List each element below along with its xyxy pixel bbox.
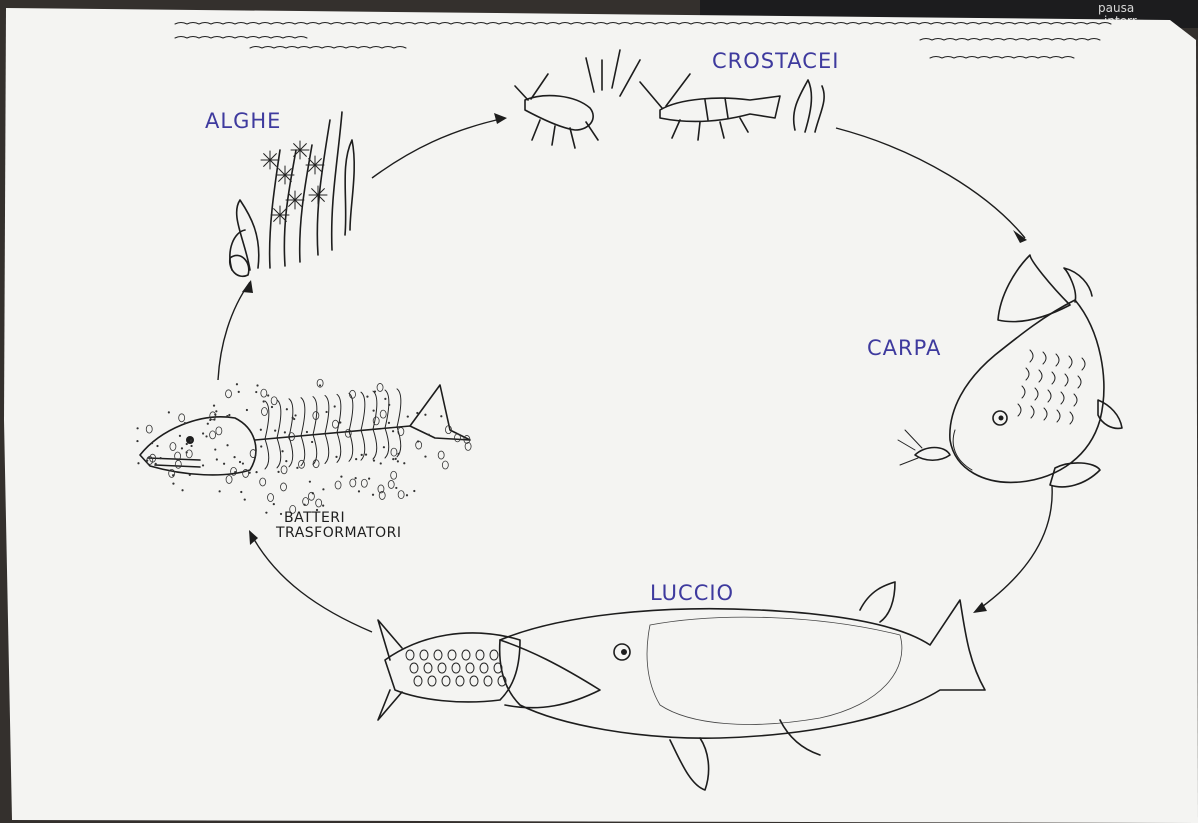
node-label-carpa: CARPA [867, 336, 941, 360]
node-label-alghe: ALGHE [205, 109, 281, 133]
node-label-batteri-1: BATTERI [284, 510, 345, 526]
corner-text-1: pausa [1098, 1, 1134, 15]
node-label-batteri-2: TRASFORMATORI [275, 525, 401, 541]
node-label-luccio: LUCCIO [650, 581, 734, 605]
node-label-crostacei: CROSTACEI [712, 49, 839, 73]
